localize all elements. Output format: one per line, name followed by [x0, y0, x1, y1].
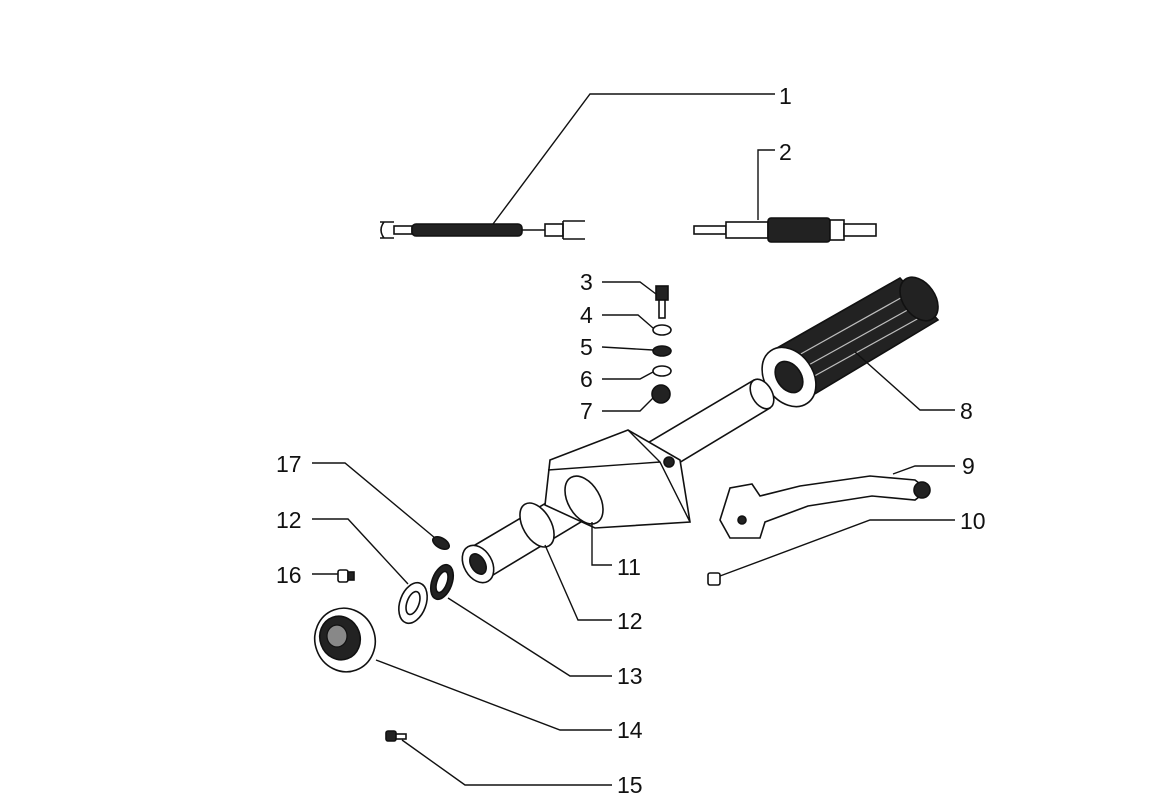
part-6-washer — [652, 365, 672, 377]
part-12-collar-on-tube — [519, 475, 604, 548]
part-2-cable-adjuster — [693, 217, 877, 243]
leader-8 — [854, 351, 955, 411]
callout-12-left: 12 — [276, 507, 302, 533]
callout-13: 13 — [617, 663, 643, 689]
leader-4 — [602, 314, 654, 329]
part-15-screw — [385, 730, 407, 742]
callout-10: 10 — [960, 508, 986, 534]
callout-7: 7 — [580, 398, 593, 424]
leader-5 — [601, 346, 654, 351]
leader-3 — [602, 281, 657, 295]
callout-2: 2 — [779, 139, 792, 165]
leader-17 — [312, 462, 436, 539]
callout-17: 17 — [276, 451, 302, 477]
leader-10 — [719, 519, 955, 577]
callout-11: 11 — [617, 554, 641, 580]
leader-9 — [892, 465, 955, 475]
part-8-grip — [761, 276, 940, 408]
callout-8: 8 — [960, 398, 973, 424]
part-16-screw — [337, 569, 355, 583]
leader-12b — [544, 544, 612, 621]
leader-15 — [401, 739, 612, 786]
callout-5: 5 — [580, 334, 593, 360]
callout-6: 6 — [580, 366, 593, 392]
leader-11 — [591, 522, 612, 566]
part-7-nut — [651, 384, 671, 404]
part-10-pivot-screw — [707, 572, 721, 586]
callout-4: 4 — [580, 302, 593, 328]
leader-2 — [757, 149, 775, 220]
callout-3: 3 — [580, 269, 593, 295]
part-9-lever — [719, 475, 931, 539]
callout-9: 9 — [962, 453, 975, 479]
callout-1: 1 — [779, 83, 792, 109]
callout-16: 16 — [276, 562, 302, 588]
leader-14 — [375, 659, 612, 731]
leader-12a — [312, 518, 409, 585]
part-4-spring-washer — [652, 324, 672, 336]
part-5-washer — [652, 345, 672, 357]
part-3-screw — [655, 285, 669, 319]
part-17-pin — [432, 535, 450, 551]
callout-12-right: 12 — [617, 608, 643, 634]
leader-6 — [602, 371, 654, 380]
part-14-drum — [313, 607, 377, 673]
leader-1 — [492, 93, 775, 225]
part-1-control-rod — [380, 220, 585, 240]
callout-14: 14 — [617, 717, 643, 743]
leader-13 — [447, 597, 612, 677]
callout-15: 15 — [617, 772, 643, 798]
leader-7 — [602, 397, 654, 412]
